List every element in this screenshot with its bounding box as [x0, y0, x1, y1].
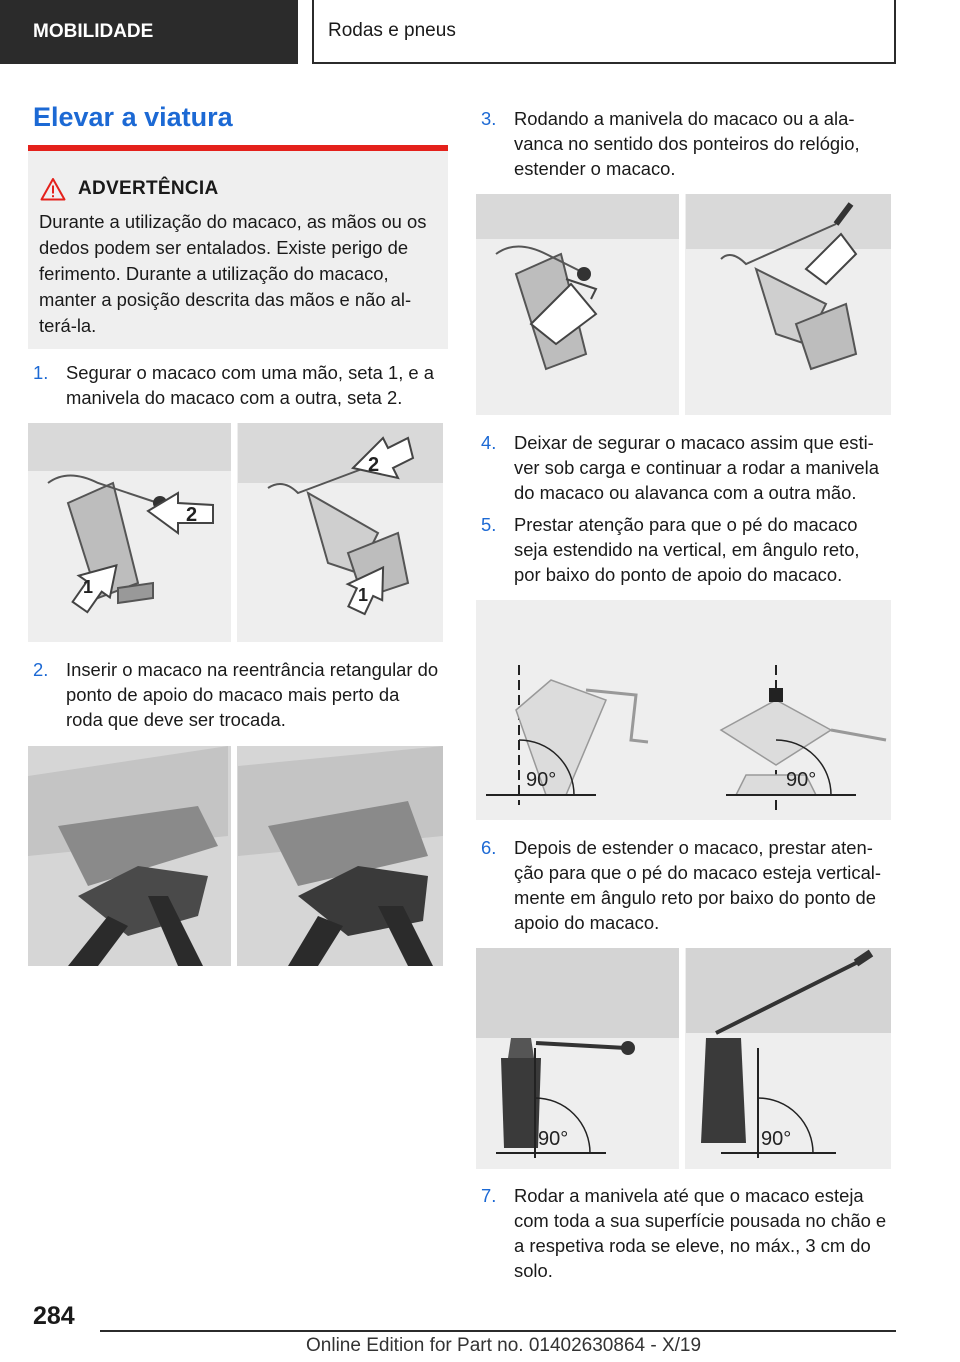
- step-line: com toda a sua superfície pousada no chã…: [514, 1210, 887, 1231]
- angle-label: 90°: [538, 1128, 568, 1150]
- warning-text: Durante a utilização do macaco, as mãos …: [39, 209, 439, 339]
- step-line: vanca no sentido dos ponteiros do relógi…: [514, 133, 860, 154]
- step-line: Segurar o macaco com uma mão, seta 1, e …: [66, 362, 434, 383]
- arrow-label-2: 2: [186, 504, 197, 526]
- angle-label: 90°: [526, 769, 556, 791]
- warning-line: Durante a utilização do macaco, as mãos …: [39, 211, 427, 232]
- step-line: Deixar de segurar o macaco assim que est…: [514, 432, 874, 453]
- step-line: mente em ângulo reto por baixo do ponto …: [514, 887, 876, 908]
- step-number: 2.: [33, 659, 49, 680]
- warning-triangle-icon: [40, 178, 66, 201]
- figure-vertical-check: 90° 90°: [476, 948, 891, 1169]
- step-line: seja estendido na vertical, em ângulo re…: [514, 539, 860, 560]
- step-line: solo.: [514, 1260, 553, 1281]
- arrow-label-2: 2: [368, 454, 379, 476]
- page-number: 284: [33, 1302, 75, 1330]
- step-line: Rodando a manivela do macaco ou a ala‐: [514, 108, 855, 129]
- step-line: manivela do macaco com a outra, seta 2.: [66, 387, 403, 408]
- step-number: 1.: [33, 362, 49, 383]
- footer-divider: [100, 1330, 896, 1332]
- step-number: 7.: [481, 1185, 497, 1206]
- header-chapter: Rodas e pneus: [312, 0, 896, 64]
- angle-label: 90°: [761, 1128, 791, 1150]
- step-line: apoio do macaco.: [514, 912, 660, 933]
- step-number: 3.: [481, 108, 497, 129]
- warning-line: manter a posição descrita das mãos e não…: [39, 289, 412, 310]
- step-line: a respetiva roda se eleve, no máx., 3 cm…: [514, 1235, 871, 1256]
- footer-text: Online Edition for Part no. 01402630864 …: [306, 1335, 702, 1356]
- arrow-label-1: 1: [358, 585, 368, 605]
- arrow-label-1: 1: [83, 577, 93, 597]
- chapter-label: Rodas e pneus: [328, 20, 456, 41]
- page-title: Elevar a viatura: [33, 102, 233, 132]
- warning-line: terá-la.: [39, 315, 97, 336]
- step-line: por baixo do ponto de apoio do macaco.: [514, 564, 843, 585]
- step-line: Depois de estender o macaco, prestar ate…: [514, 837, 873, 858]
- step-number: 5.: [481, 514, 497, 535]
- figure-extend-jack: [476, 194, 891, 415]
- step-line: Rodar a manivela até que o macaco esteja: [514, 1185, 864, 1206]
- header-section: MOBILIDADE: [0, 0, 298, 64]
- step-line: ponto de apoio do macaco mais perto da: [66, 684, 400, 705]
- warning-line: dedos podem ser entalados. Existe perigo…: [39, 237, 409, 258]
- section-label: MOBILIDADE: [33, 21, 154, 42]
- warning-box: ADVERTÊNCIA Durante a utilização do maca…: [28, 145, 448, 349]
- figure-right-angle-diagram: 90° 90°: [476, 600, 891, 820]
- figure-insert-jack: [28, 746, 443, 966]
- step-line: Inserir o macaco na reentrância retangul…: [66, 659, 439, 680]
- warning-title: ADVERTÊNCIA: [78, 178, 219, 199]
- step-line: roda que deve ser trocada.: [66, 709, 286, 730]
- step-line: ver sob carga e continuar a rodar a mani…: [514, 457, 879, 478]
- step-line: do macaco ou alavanca com a outra mão.: [514, 482, 857, 503]
- figure-hold-jack: 2 1 2 1: [28, 423, 443, 642]
- warning-header: ADVERTÊNCIA: [40, 177, 219, 201]
- step-number: 6.: [481, 837, 497, 858]
- step-line: Prestar atenção para que o pé do macaco: [514, 514, 858, 535]
- step-line: estender o macaco.: [514, 158, 676, 179]
- angle-label: 90°: [786, 769, 816, 791]
- warning-line: ferimento. Durante a utilização do macac…: [39, 263, 389, 284]
- step-line: ção para que o pé do macaco esteja verti…: [514, 862, 882, 883]
- step-number: 4.: [481, 432, 497, 453]
